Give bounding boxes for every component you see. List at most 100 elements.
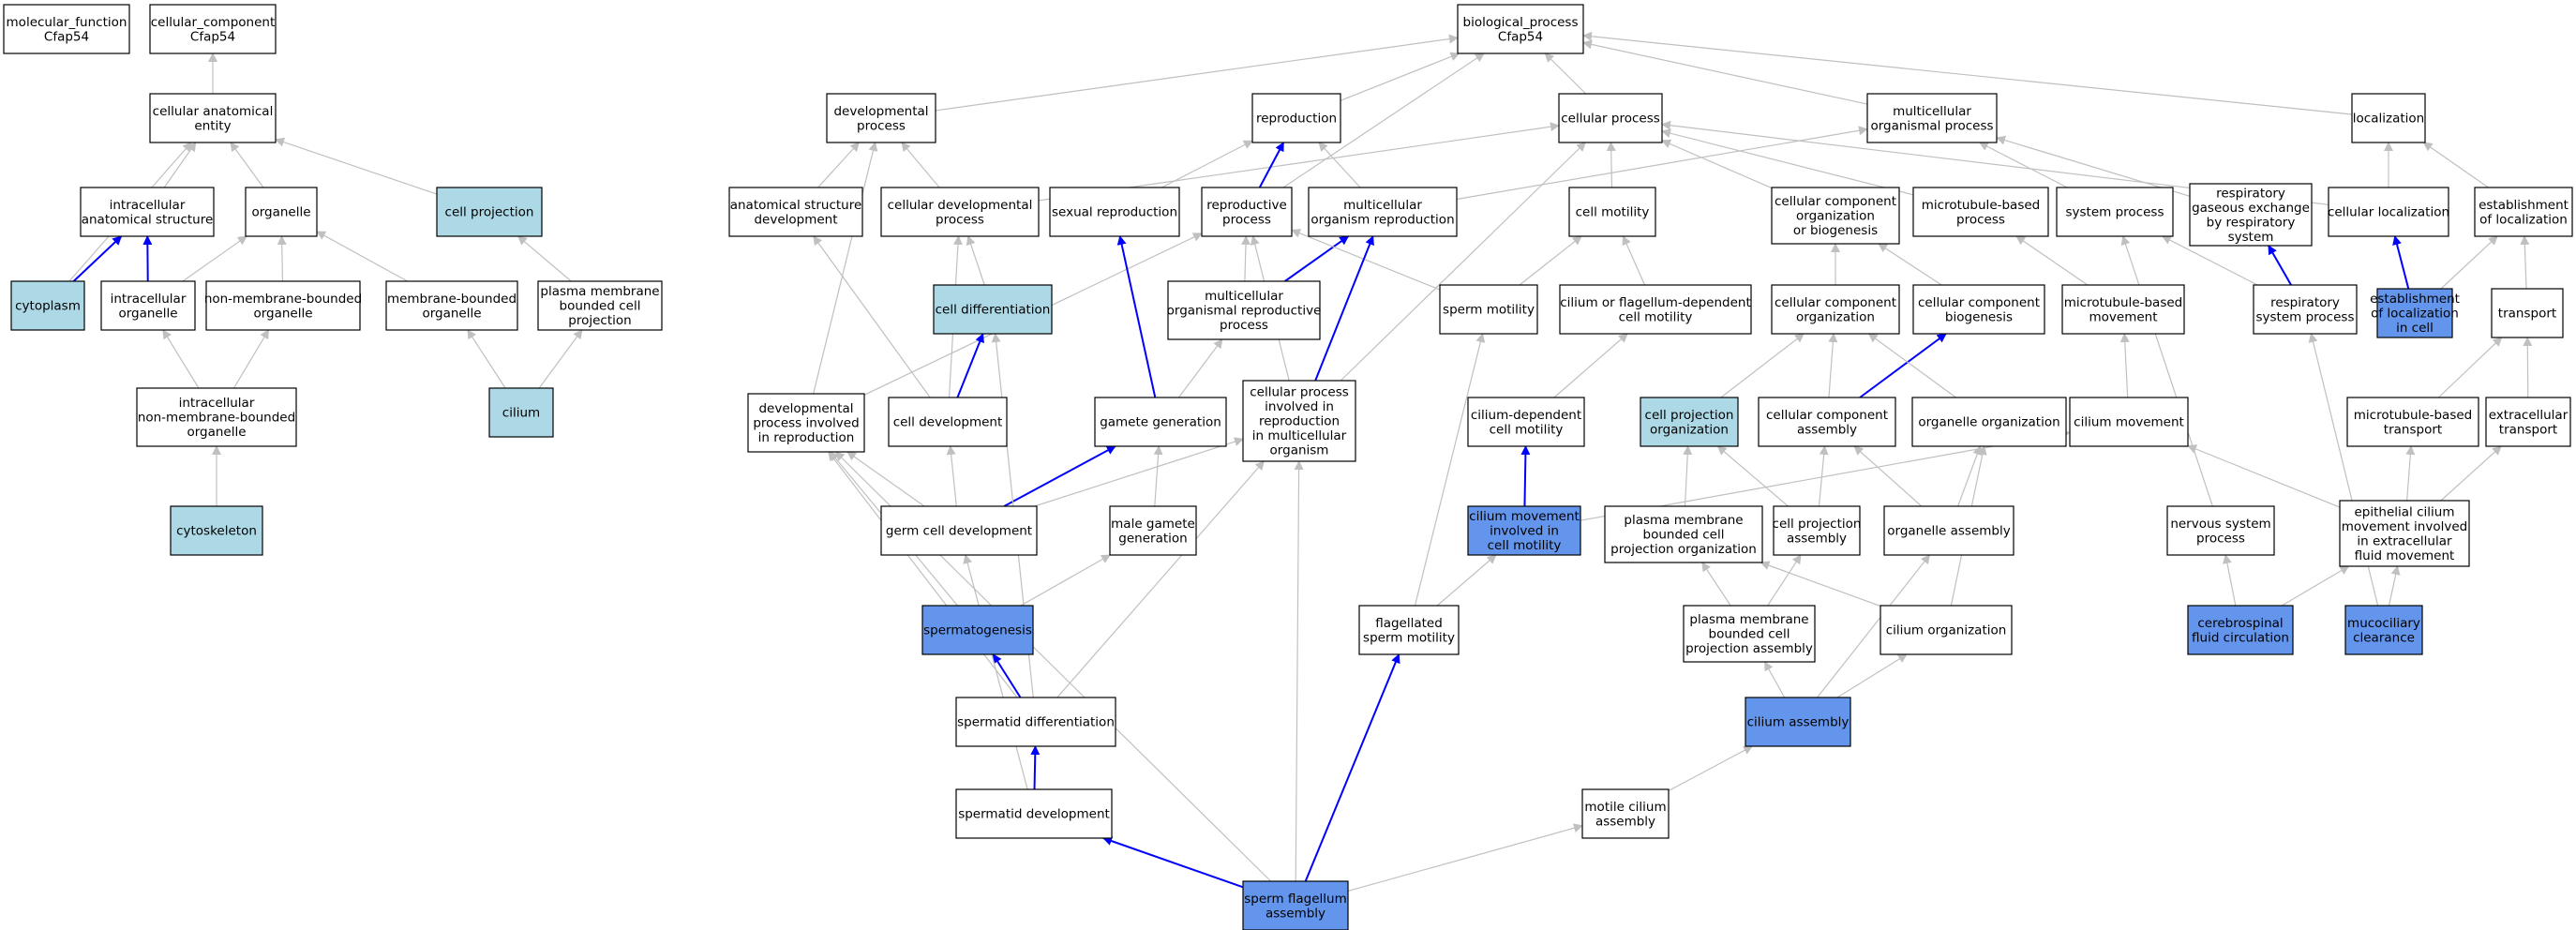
go-term-node[interactable]: system process [2056, 187, 2174, 237]
go-term-label: organism reproduction [1310, 212, 1454, 227]
go-term-label: multicellular [1205, 289, 1283, 304]
go-term-label: intracellular [110, 198, 186, 213]
go-term-label: spermatid development [958, 807, 1110, 822]
go-term-node[interactable]: gamete generation [1094, 397, 1227, 447]
go-term-box [921, 605, 1034, 655]
go-term-label: epithelial cilium [2355, 504, 2455, 519]
go-term-label: sperm motility [1363, 630, 1455, 645]
go-term-label: molecular_function [7, 15, 127, 30]
go-term-node[interactable]: cell motility [1568, 187, 1656, 237]
go-term-label: by respiratory [2207, 215, 2296, 230]
go-term-node[interactable]: cell differentiation [933, 284, 1053, 335]
go-term-node[interactable]: localization [2351, 93, 2426, 143]
go-term-node[interactable]: reproduction [1251, 93, 1341, 143]
node-layer: molecular_functionCfap54cellular_compone… [3, 4, 2573, 930]
go-term-node[interactable]: spermatid differentiation [955, 697, 1116, 747]
go-term-node[interactable]: cytoplasm [10, 280, 85, 331]
go-term-node[interactable]: spermatid development [955, 788, 1113, 839]
go-term-box [2376, 288, 2453, 338]
go-term-box [2346, 397, 2479, 447]
go-term-label: cellular component [1775, 194, 1896, 209]
go-term-box [955, 697, 1116, 747]
go-term-label: organelle [253, 306, 312, 321]
edge-part-of [72, 235, 123, 282]
edge-layer [68, 31, 2533, 892]
go-term-node[interactable]: cell development [888, 397, 1008, 447]
go-term-node[interactable]: organelle [245, 187, 318, 237]
go-term-label: gaseous exchange [2192, 201, 2310, 216]
go-term-node[interactable]: spermatogenesis [921, 605, 1034, 655]
go-term-node[interactable]: cytoskeleton [170, 505, 263, 556]
go-term-box [2189, 183, 2313, 247]
go-term-box [1604, 505, 1763, 563]
go-term-node[interactable]: cilium movement [2069, 397, 2189, 447]
go-term-node[interactable]: intracellularnon-membrane-boundedorganel… [136, 387, 297, 447]
go-term-node[interactable]: germ cell development [880, 505, 1038, 556]
go-term-node[interactable]: cell projection [436, 187, 543, 237]
go-term-node[interactable]: cellular localization [2328, 187, 2449, 237]
go-term-node[interactable]: transport [2491, 288, 2564, 338]
go-term-label: cilium assembly [1747, 715, 1850, 730]
go-term-node[interactable]: organelle organization [1911, 397, 2067, 447]
go-term-node[interactable]: cellular process [1558, 93, 1663, 143]
go-term-label: reproduction [1259, 414, 1340, 429]
go-term-node[interactable]: cilium [488, 387, 554, 438]
go-term-label: Cfap54 [190, 29, 235, 44]
go-term-label: flagellated [1375, 616, 1443, 631]
go-term-node[interactable]: cilium assembly [1745, 697, 1851, 747]
go-term-node[interactable]: organelle assembly [1883, 505, 2014, 556]
go-term-node[interactable]: sexual reproduction [1049, 187, 1180, 237]
go-term-label: cellular process [1250, 385, 1349, 400]
edge-is-a [467, 329, 506, 389]
go-term-node[interactable]: cilium organization [1880, 605, 2013, 655]
go-term-box [205, 280, 361, 331]
edge-is-a [2437, 337, 2503, 398]
go-term-node[interactable]: sperm motility [1439, 284, 1538, 335]
